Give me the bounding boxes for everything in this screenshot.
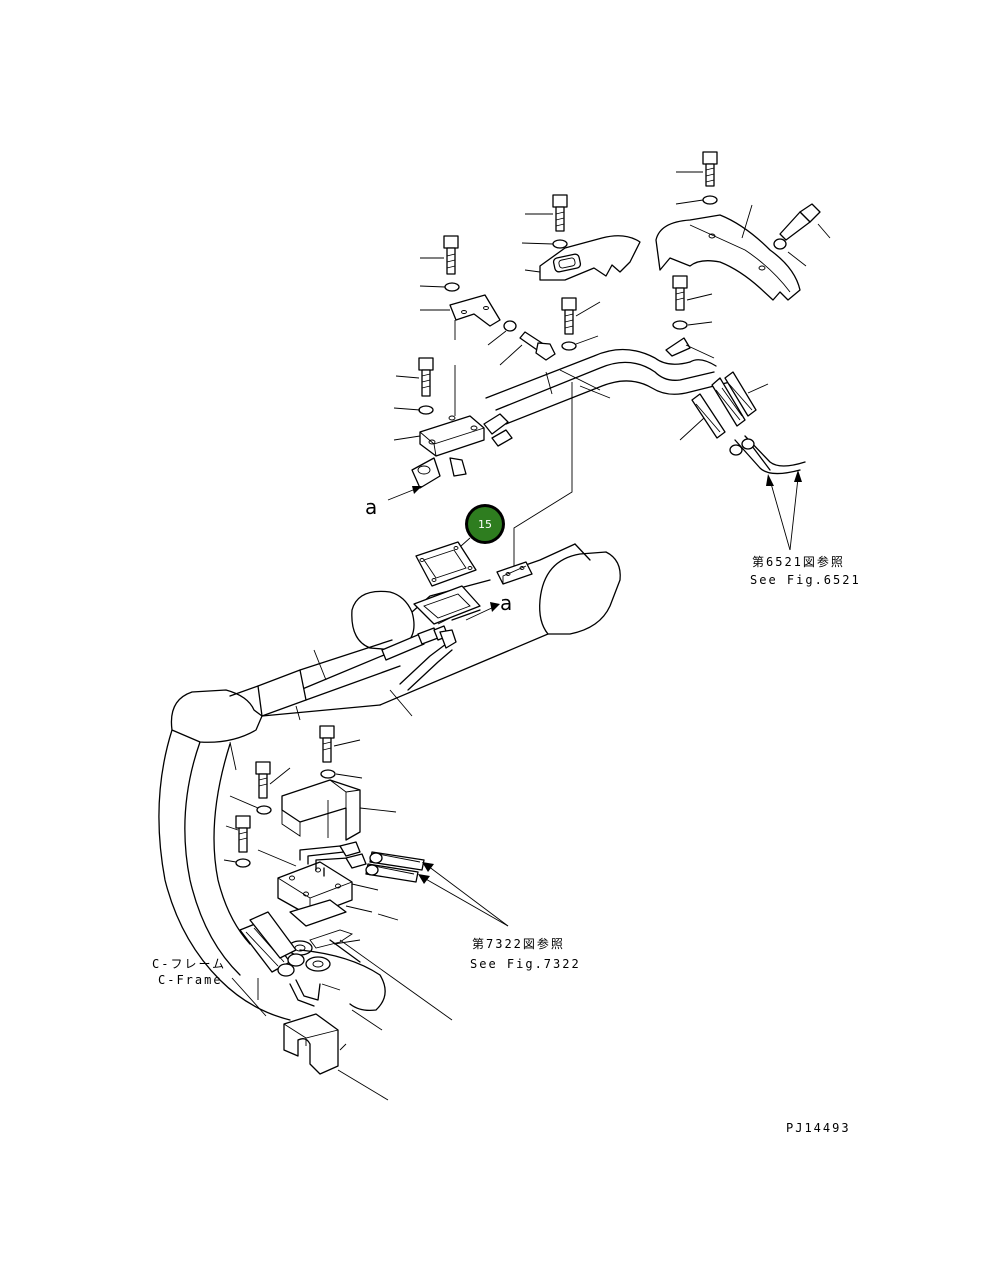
washer-icon — [561, 341, 577, 351]
bolt-icon — [519, 331, 556, 361]
drawing-number: PJ14493 — [786, 1121, 851, 1135]
frame-label-jp: C-フレーム — [152, 957, 226, 971]
badge-fill — [468, 507, 502, 541]
junction-block-top — [419, 415, 485, 457]
washer-icon — [444, 282, 460, 292]
saddle-block — [283, 1013, 339, 1075]
washer-icon — [235, 858, 251, 868]
bolt-icon — [443, 235, 459, 275]
washer-icon — [256, 805, 272, 815]
bolt-icon — [255, 761, 271, 799]
washer-icon — [418, 405, 434, 415]
upper-hose-assembly — [387, 151, 831, 551]
badge-label: 15 — [478, 518, 492, 531]
clip-icon — [665, 337, 691, 357]
bolt-icon — [319, 725, 335, 763]
hose-cover-right — [655, 214, 801, 301]
bolt-icon — [779, 203, 821, 241]
view-marker-a-top: a — [365, 495, 377, 519]
bolt-icon — [561, 297, 577, 335]
hose-right — [691, 371, 806, 475]
ref-fig-6521-en: See Fig.6521 — [750, 573, 861, 587]
callout-badge-15[interactable]: 15 — [465, 504, 505, 544]
gasket-icon — [415, 541, 477, 587]
hose-pair-right — [365, 851, 425, 883]
boom-body — [158, 543, 621, 1021]
frame-label-en: C-Frame — [158, 973, 223, 987]
lower-hose-assembly — [223, 725, 509, 1101]
bolt-icon — [235, 815, 251, 853]
washer-icon — [672, 320, 688, 330]
washer-icon — [503, 320, 517, 332]
ref-fig-6521-jp: 第6521図参照 — [752, 554, 845, 569]
cover-block — [281, 779, 361, 841]
bolt-icon — [552, 194, 568, 232]
washer-icon — [552, 239, 568, 249]
bolt-icon — [702, 151, 718, 187]
view-marker-a-mid: a — [500, 591, 512, 615]
bolt-icon — [672, 275, 688, 311]
bracket-left — [449, 294, 501, 327]
washer-icon — [773, 238, 787, 250]
washer-icon — [702, 195, 718, 205]
ref-fig-7322-jp: 第7322図参照 — [472, 936, 565, 951]
bolt-icon — [418, 357, 434, 397]
ref-fig-7322-en: See Fig.7322 — [470, 957, 581, 971]
washer-icon — [320, 769, 336, 779]
